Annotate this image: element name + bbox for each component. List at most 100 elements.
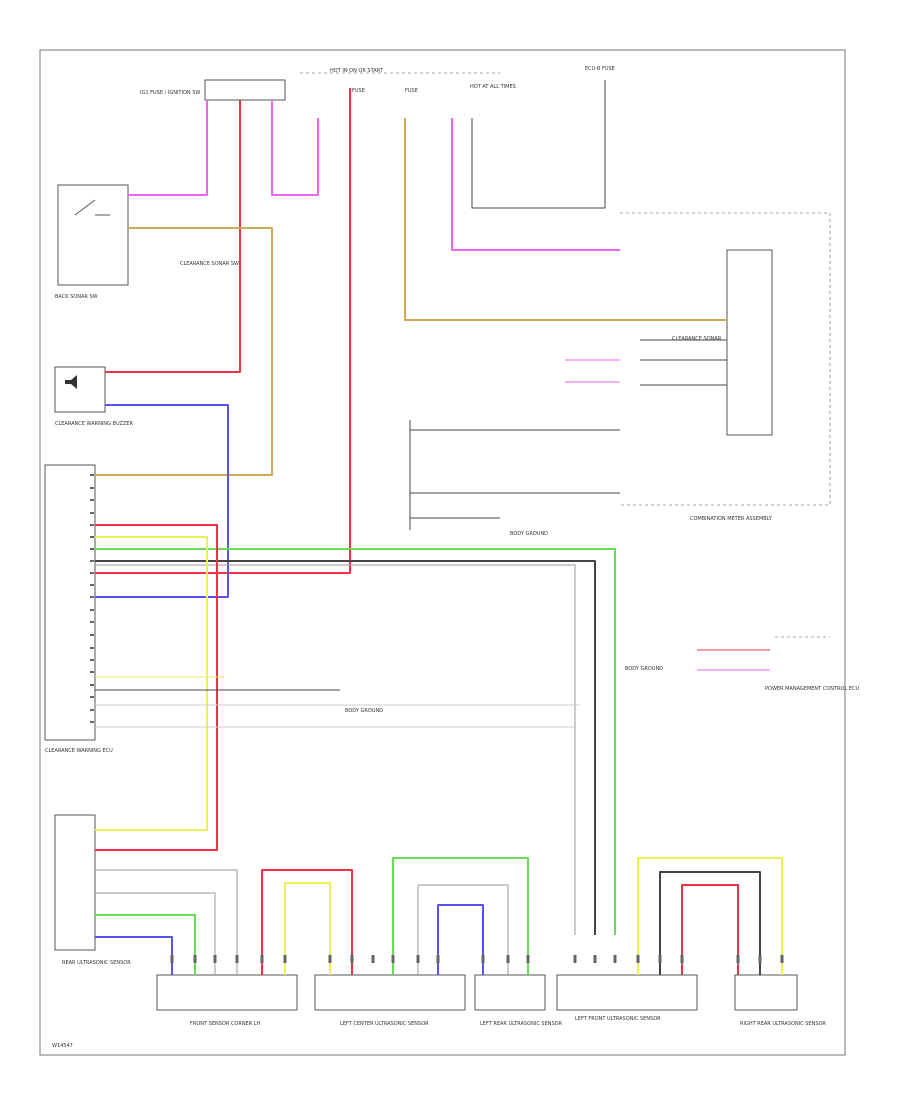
sensor-label-5: RIGHT REAR ULTRASONIC SENSOR	[740, 1021, 826, 1027]
sensor-pin	[481, 955, 485, 963]
sonar-switch-note: CLEARANCE SONAR SW	[180, 261, 239, 267]
sensor-pin	[416, 955, 420, 963]
wire-black-top	[471, 80, 606, 209]
combination-meter-label: COMBINATION METER ASSEMBLY	[690, 516, 773, 522]
sensor-pin	[170, 955, 174, 963]
ecu-pin	[90, 499, 94, 501]
sensor-box-5	[734, 974, 798, 1011]
ground-label-3: BODY GROUND	[625, 666, 663, 672]
buzzer-box	[54, 366, 106, 413]
power-mgmt-label: POWER MANAGEMENT CONTROL ECU	[765, 686, 859, 692]
fuse-a-label: FUSE	[352, 88, 365, 94]
wire-red-sensor-1	[261, 869, 353, 975]
wire-pink-switch	[128, 100, 208, 196]
wire-pink-fuse	[271, 100, 319, 196]
clearance-ecu-box	[44, 464, 96, 741]
wire-yellow-sensor-4	[637, 857, 783, 975]
fuse-d-label: ECU-B FUSE	[585, 66, 615, 72]
wire-tan-meter	[404, 118, 727, 321]
ecu-pin	[90, 634, 94, 636]
sensor-pin	[636, 955, 640, 963]
ecu-pin	[90, 536, 94, 538]
wire-green-sensor	[95, 914, 196, 975]
wire-green-main	[95, 548, 616, 935]
sensor-pin	[680, 955, 684, 963]
ecu-pin	[90, 596, 94, 598]
wire-blue-sensor-3	[437, 904, 484, 975]
wire-gray-sensor-1	[95, 869, 238, 975]
sensor-box-2	[314, 974, 466, 1011]
sensor-pin	[758, 955, 762, 963]
buzzer-label: CLEARANCE WARNING BUZZER	[55, 421, 134, 427]
wire-red-ecu	[95, 524, 218, 851]
sensor-pin	[235, 955, 239, 963]
sensor-pin	[328, 955, 332, 963]
fuse-b-label: FUSE	[405, 88, 418, 94]
ecu-pin	[90, 647, 94, 649]
sensor-pin	[436, 955, 440, 963]
combination-meter-box	[726, 249, 773, 436]
wire-black-sensor-4	[659, 871, 761, 975]
ecu-pin	[90, 684, 94, 686]
wire-gray-sensor-3	[417, 884, 509, 975]
ignition-switch-label: IG1 FUSE / IGNITION SW	[140, 90, 200, 96]
ecu-pin	[90, 671, 94, 673]
sensor-pin	[573, 955, 577, 963]
diagram-border	[39, 49, 846, 1056]
sensor-pin	[736, 955, 740, 963]
ecu-pin	[90, 474, 94, 476]
wire-yellow-ecu	[95, 536, 208, 831]
sensor-label-3: LEFT REAR ULTRASONIC SENSOR	[480, 1021, 563, 1027]
wire-red-buzzer	[105, 100, 241, 373]
sensor-pin	[371, 955, 375, 963]
sensor-pin	[593, 955, 597, 963]
sensor-pin	[613, 955, 617, 963]
wire-blue-buzzer	[95, 404, 229, 598]
wire-black-main	[95, 560, 596, 935]
sonar-switch-label: BACK SONAR SW	[55, 294, 98, 300]
sensor-pin	[391, 955, 395, 963]
sensor-label-4: LEFT FRONT ULTRASONIC SENSOR	[575, 1016, 661, 1022]
wire-pink-meter	[451, 118, 620, 251]
wire-black-meter-2	[409, 420, 620, 530]
ecu-pin	[90, 621, 94, 623]
meter-sub-label: CLEARANCE SONAR	[672, 336, 722, 342]
ecu-pin	[90, 487, 94, 489]
ignition-switch-box	[204, 79, 286, 101]
sensor-pin	[350, 955, 354, 963]
buzzer-icon	[65, 375, 77, 389]
sonar-switch-contact	[74, 199, 110, 216]
ecu-pin	[90, 584, 94, 586]
ecu-pin	[90, 524, 94, 526]
ecu-pin	[90, 609, 94, 611]
sensor-label-2: LEFT CENTER ULTRASONIC SENSOR	[340, 1021, 429, 1027]
ecu-pin	[90, 548, 94, 550]
wire-red-main	[95, 88, 351, 574]
ecu-pin	[90, 572, 94, 574]
connector-pins	[90, 474, 784, 963]
sensor-pin	[506, 955, 510, 963]
fuse-c-label: HOT AT ALL TIMES	[470, 84, 516, 90]
wire-blue-sensor	[95, 936, 173, 975]
sensor-pin	[780, 955, 784, 963]
combination-meter-frame	[620, 212, 831, 506]
ecu-pin	[90, 659, 94, 661]
ecu-pin	[90, 721, 94, 723]
ground-label-1: BODY GROUND	[345, 708, 383, 714]
rear-sensor-ecu-label: REAR ULTRASONIC SENSOR	[62, 960, 131, 966]
wire-gray-main	[95, 564, 576, 935]
top-bus-label: HOT IN ON OR START	[330, 68, 384, 74]
wire-black-meter-1	[640, 339, 727, 386]
wire-gray-sensor-2	[95, 892, 216, 975]
wire-green-sensor-2	[392, 857, 529, 975]
sensor-pin	[213, 955, 217, 963]
wire-red-sensor-5	[681, 884, 739, 975]
ecu-pin	[90, 560, 94, 562]
sensor-pin	[283, 955, 287, 963]
rear-sensor-ecu-box	[54, 814, 96, 951]
sensor-box-3	[474, 974, 546, 1011]
sensor-pin	[526, 955, 530, 963]
wire-tan-switch	[95, 227, 273, 476]
clearance-ecu-label: CLEARANCE WARNING ECU	[45, 748, 113, 754]
